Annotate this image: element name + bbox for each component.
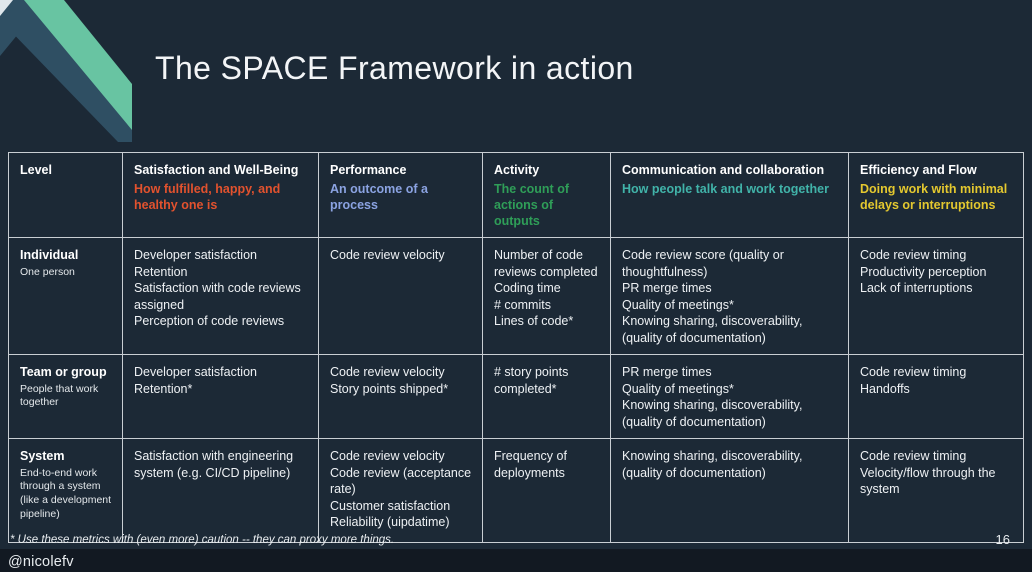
cell-individual-efficiency: Code review timing Productivity percepti…: [848, 237, 1024, 356]
page-number: 16: [995, 532, 1010, 547]
table-row-system: System End-to-end work through a system …: [8, 438, 1024, 544]
cell-text: PR merge times Quality of meetings* Know…: [622, 365, 803, 429]
bottom-bar: [0, 549, 1032, 572]
cell-individual-communication: Code review score (quality or thoughtful…: [610, 237, 849, 356]
row-team-level: Team or group People that work together: [8, 354, 123, 440]
column-subtitle: An outcome of a process: [330, 181, 428, 212]
column-header-efficiency: Efficiency and Flow Doing work with mini…: [848, 151, 1024, 239]
cell-system-efficiency: Code review timing Velocity/flow through…: [848, 438, 1024, 544]
cell-text: Satisfaction with engineering system (e.…: [134, 449, 294, 480]
column-label: Performance: [330, 163, 407, 177]
column-label: Communication and collaboration: [622, 163, 825, 177]
brand-ribbon-icon: [0, 0, 132, 142]
level-title: Team or group: [20, 365, 107, 380]
cell-text: Code review velocity Story points shippe…: [330, 365, 449, 396]
column-label: Efficiency and Flow: [860, 163, 977, 177]
cell-system-satisfaction: Satisfaction with engineering system (e.…: [122, 438, 319, 544]
column-subtitle: How people talk and work together: [622, 181, 829, 196]
cell-text: Code review velocity Code review (accept…: [330, 449, 472, 530]
row-individual-level: Individual One person: [8, 237, 123, 356]
cell-team-communication: PR merge times Quality of meetings* Know…: [610, 354, 849, 440]
cell-team-activity: # story points completed*: [482, 354, 611, 440]
cell-team-satisfaction: Developer satisfaction Retention*: [122, 354, 319, 440]
author-handle: @nicolefv: [8, 554, 74, 570]
column-subtitle: Doing work with minimal delays or interr…: [860, 181, 1008, 212]
cell-text: # story points completed*: [494, 365, 569, 396]
column-header-level: Level: [8, 151, 123, 239]
column-label: Satisfaction and Well-Being: [134, 163, 299, 177]
column-header-satisfaction: Satisfaction and Well-Being How fulfille…: [122, 151, 319, 239]
cell-text: Knowing sharing, discoverability, (quali…: [622, 449, 803, 480]
column-subtitle: How fulfilled, happy, and healthy one is: [134, 181, 281, 212]
column-subtitle: The count of actions of outputs: [494, 181, 569, 229]
cell-system-performance: Code review velocity Code review (accept…: [318, 438, 483, 544]
level-desc: People that work together: [20, 382, 99, 409]
header-row: Level Satisfaction and Well-Being How fu…: [8, 151, 1024, 239]
cell-individual-activity: Number of code reviews completed Coding …: [482, 237, 611, 356]
level-desc: One person: [20, 265, 75, 278]
cell-text: Code review timing Productivity percepti…: [860, 248, 987, 296]
column-label: Activity: [494, 163, 540, 177]
level-title: System: [20, 449, 65, 464]
cell-text: Code review score (quality or thoughtful…: [622, 248, 803, 345]
level-title: Individual: [20, 248, 79, 263]
table-row-individual: Individual One person Developer satisfac…: [8, 237, 1024, 356]
cell-text: Code review timing Velocity/flow through…: [860, 449, 996, 497]
cell-text: Code review velocity: [330, 248, 445, 263]
level-desc: End-to-end work through a system (like a…: [20, 466, 112, 520]
cell-team-efficiency: Code review timing Handoffs: [848, 354, 1024, 440]
column-header-communication: Communication and collaboration How peop…: [610, 151, 849, 239]
table-row-team: Team or group People that work together …: [8, 354, 1024, 440]
cell-text: Code review timing Handoffs: [860, 365, 967, 396]
cell-text: Developer satisfaction Retention*: [134, 365, 257, 396]
footnote: * Use these metrics with (even more) cau…: [10, 534, 395, 546]
column-label: Level: [20, 163, 52, 177]
column-header-activity: Activity The count of actions of outputs: [482, 151, 611, 239]
column-header-performance: Performance An outcome of a process: [318, 151, 483, 239]
row-system-level: System End-to-end work through a system …: [8, 438, 123, 544]
cell-team-performance: Code review velocity Story points shippe…: [318, 354, 483, 440]
cell-system-communication: Knowing sharing, discoverability, (quali…: [610, 438, 849, 544]
cell-individual-satisfaction: Developer satisfaction Retention Satisfa…: [122, 237, 319, 356]
page-title: The SPACE Framework in action: [155, 50, 634, 86]
cell-system-activity: Frequency of deployments: [482, 438, 611, 544]
cell-text: Frequency of deployments: [494, 449, 567, 480]
cell-text: Developer satisfaction Retention Satisfa…: [134, 248, 301, 329]
cell-text: Number of code reviews completed Coding …: [494, 248, 598, 329]
cell-individual-performance: Code review velocity: [318, 237, 483, 356]
space-framework-table: Level Satisfaction and Well-Being How fu…: [8, 151, 1024, 544]
